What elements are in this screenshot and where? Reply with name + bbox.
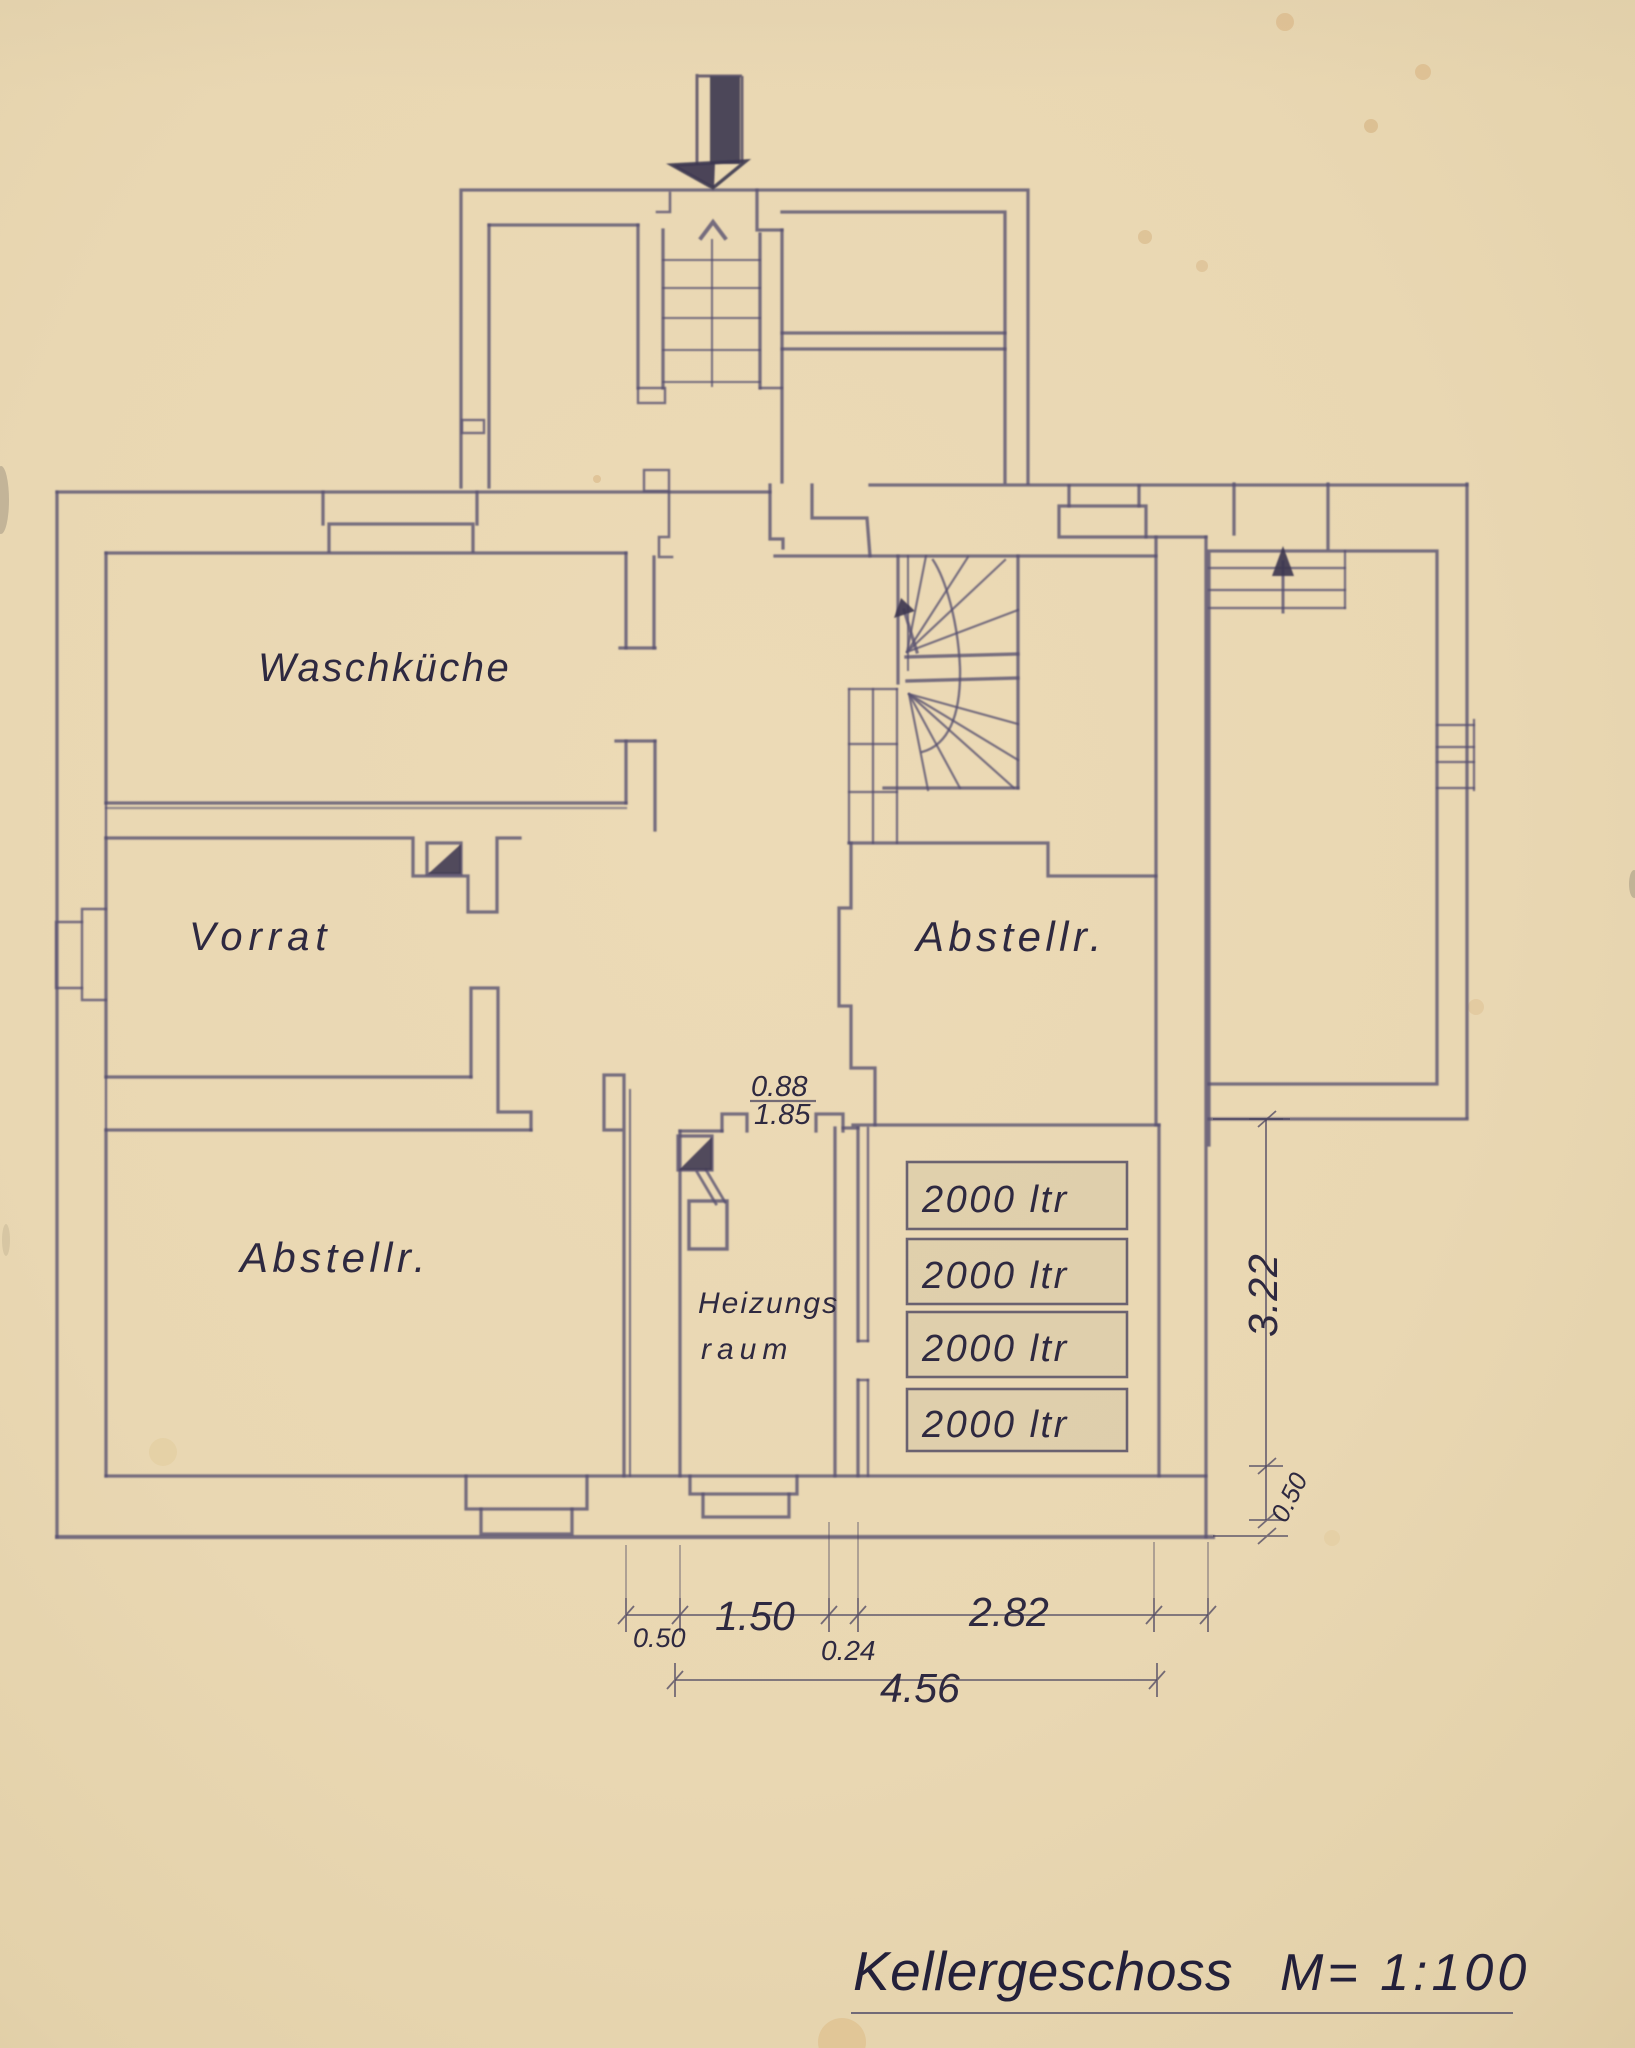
svg-text:Waschküche: Waschküche <box>258 646 511 690</box>
svg-text:0.24: 0.24 <box>821 1635 876 1666</box>
svg-text:2.82: 2.82 <box>968 1589 1049 1635</box>
svg-text:2000 ltr: 2000 ltr <box>921 1179 1069 1221</box>
svg-text:2000 ltr: 2000 ltr <box>921 1404 1069 1446</box>
svg-text:0.88: 0.88 <box>751 1071 807 1103</box>
svg-text:2000 ltr: 2000 ltr <box>921 1255 1069 1297</box>
svg-text:Heizungs: Heizungs <box>698 1287 839 1320</box>
svg-text:Vorrat: Vorrat <box>189 915 332 959</box>
svg-text:Kellergeschoss: Kellergeschoss <box>853 1940 1233 2002</box>
svg-text:1.85: 1.85 <box>754 1099 811 1131</box>
svg-text:Abstellr.: Abstellr. <box>913 913 1106 960</box>
svg-text:M= 1:100: M= 1:100 <box>1280 1944 1530 2002</box>
svg-text:1.50: 1.50 <box>715 1593 795 1639</box>
svg-text:3.22: 3.22 <box>1240 1253 1286 1337</box>
svg-text:2000 ltr: 2000 ltr <box>921 1328 1069 1370</box>
svg-text:raum: raum <box>701 1333 793 1366</box>
svg-text:4.56: 4.56 <box>880 1665 960 1711</box>
svg-text:0.50: 0.50 <box>633 1623 686 1653</box>
svg-text:Abstellr.: Abstellr. <box>237 1234 430 1281</box>
